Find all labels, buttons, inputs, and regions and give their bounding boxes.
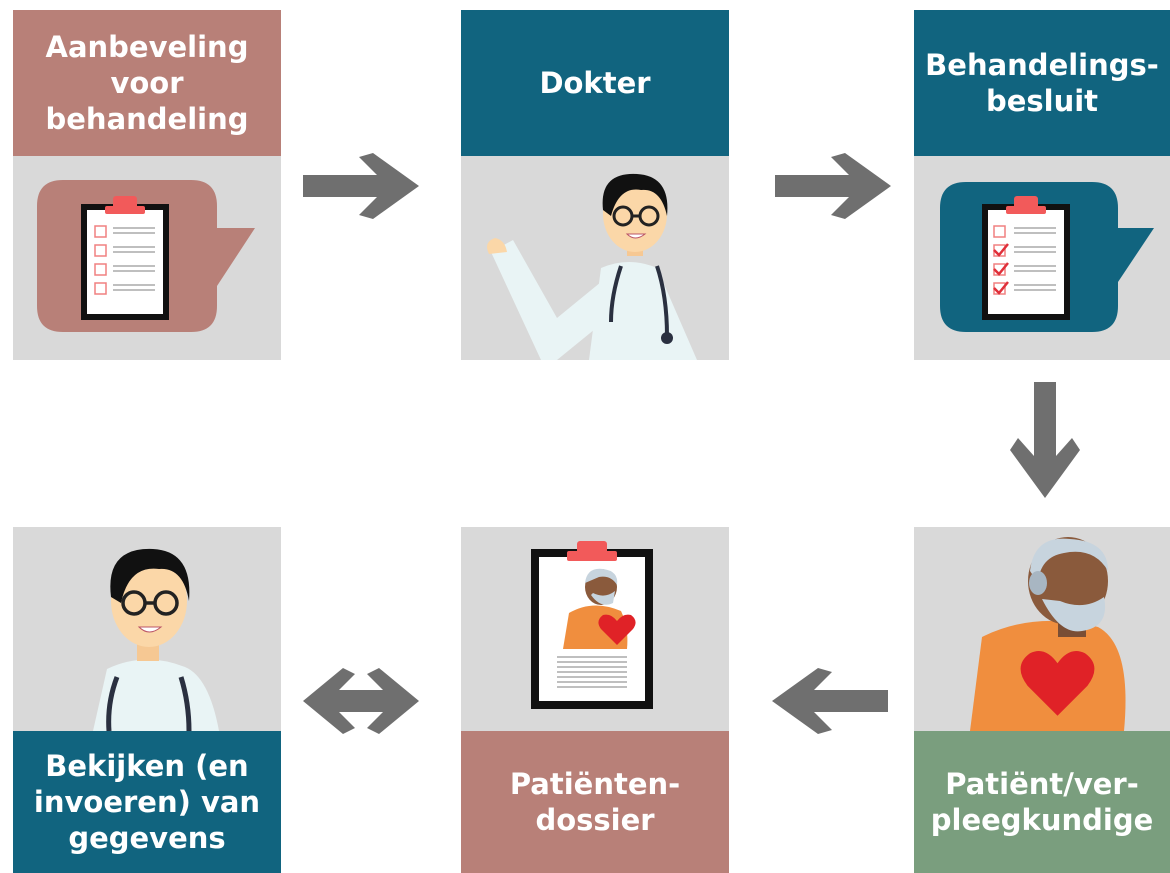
step-patient-art [914, 527, 1170, 731]
step-recommendation-label: Aanbeveling voor behandeling [13, 10, 281, 156]
arrow-right-icon [775, 153, 891, 219]
step-patient-label: Patiënt/ver- pleegkundige [914, 731, 1170, 873]
step-recommendation-art [13, 156, 281, 360]
clipboard-checked-icon [940, 182, 1154, 332]
doctor-icon [487, 173, 697, 360]
step-view-data-label: Bekijken (en invoeren) van gegevens [13, 731, 281, 873]
step-recommendation: Aanbeveling voor behandeling [13, 10, 281, 360]
arrow-down-icon [1010, 382, 1080, 498]
step-doctor-art [461, 156, 729, 360]
step-decision-label: Behandelings- besluit [914, 10, 1170, 156]
clipboard-empty-icon [37, 180, 255, 332]
step-patient-record-label: Patiënten- dossier [461, 731, 729, 873]
step-patient: Patiënt/ver- pleegkundige [914, 527, 1170, 873]
doctor-icon [93, 548, 219, 731]
step-view-data: Bekijken (en invoeren) van gegevens [13, 527, 281, 873]
arrow-right-icon [303, 153, 419, 219]
step-view-data-art [13, 527, 281, 731]
patient-record-icon [531, 541, 653, 709]
step-decision: Behandelings- besluit [914, 10, 1170, 360]
arrow-left-icon [772, 668, 888, 734]
step-patient-record: Patiënten- dossier [461, 527, 729, 873]
arrow-bidirectional-icon [303, 668, 419, 734]
patient-icon [970, 537, 1126, 731]
step-doctor-label: Dokter [461, 10, 729, 156]
step-decision-art [914, 156, 1170, 360]
step-doctor: Dokter [461, 10, 729, 360]
step-patient-record-art [461, 527, 729, 731]
